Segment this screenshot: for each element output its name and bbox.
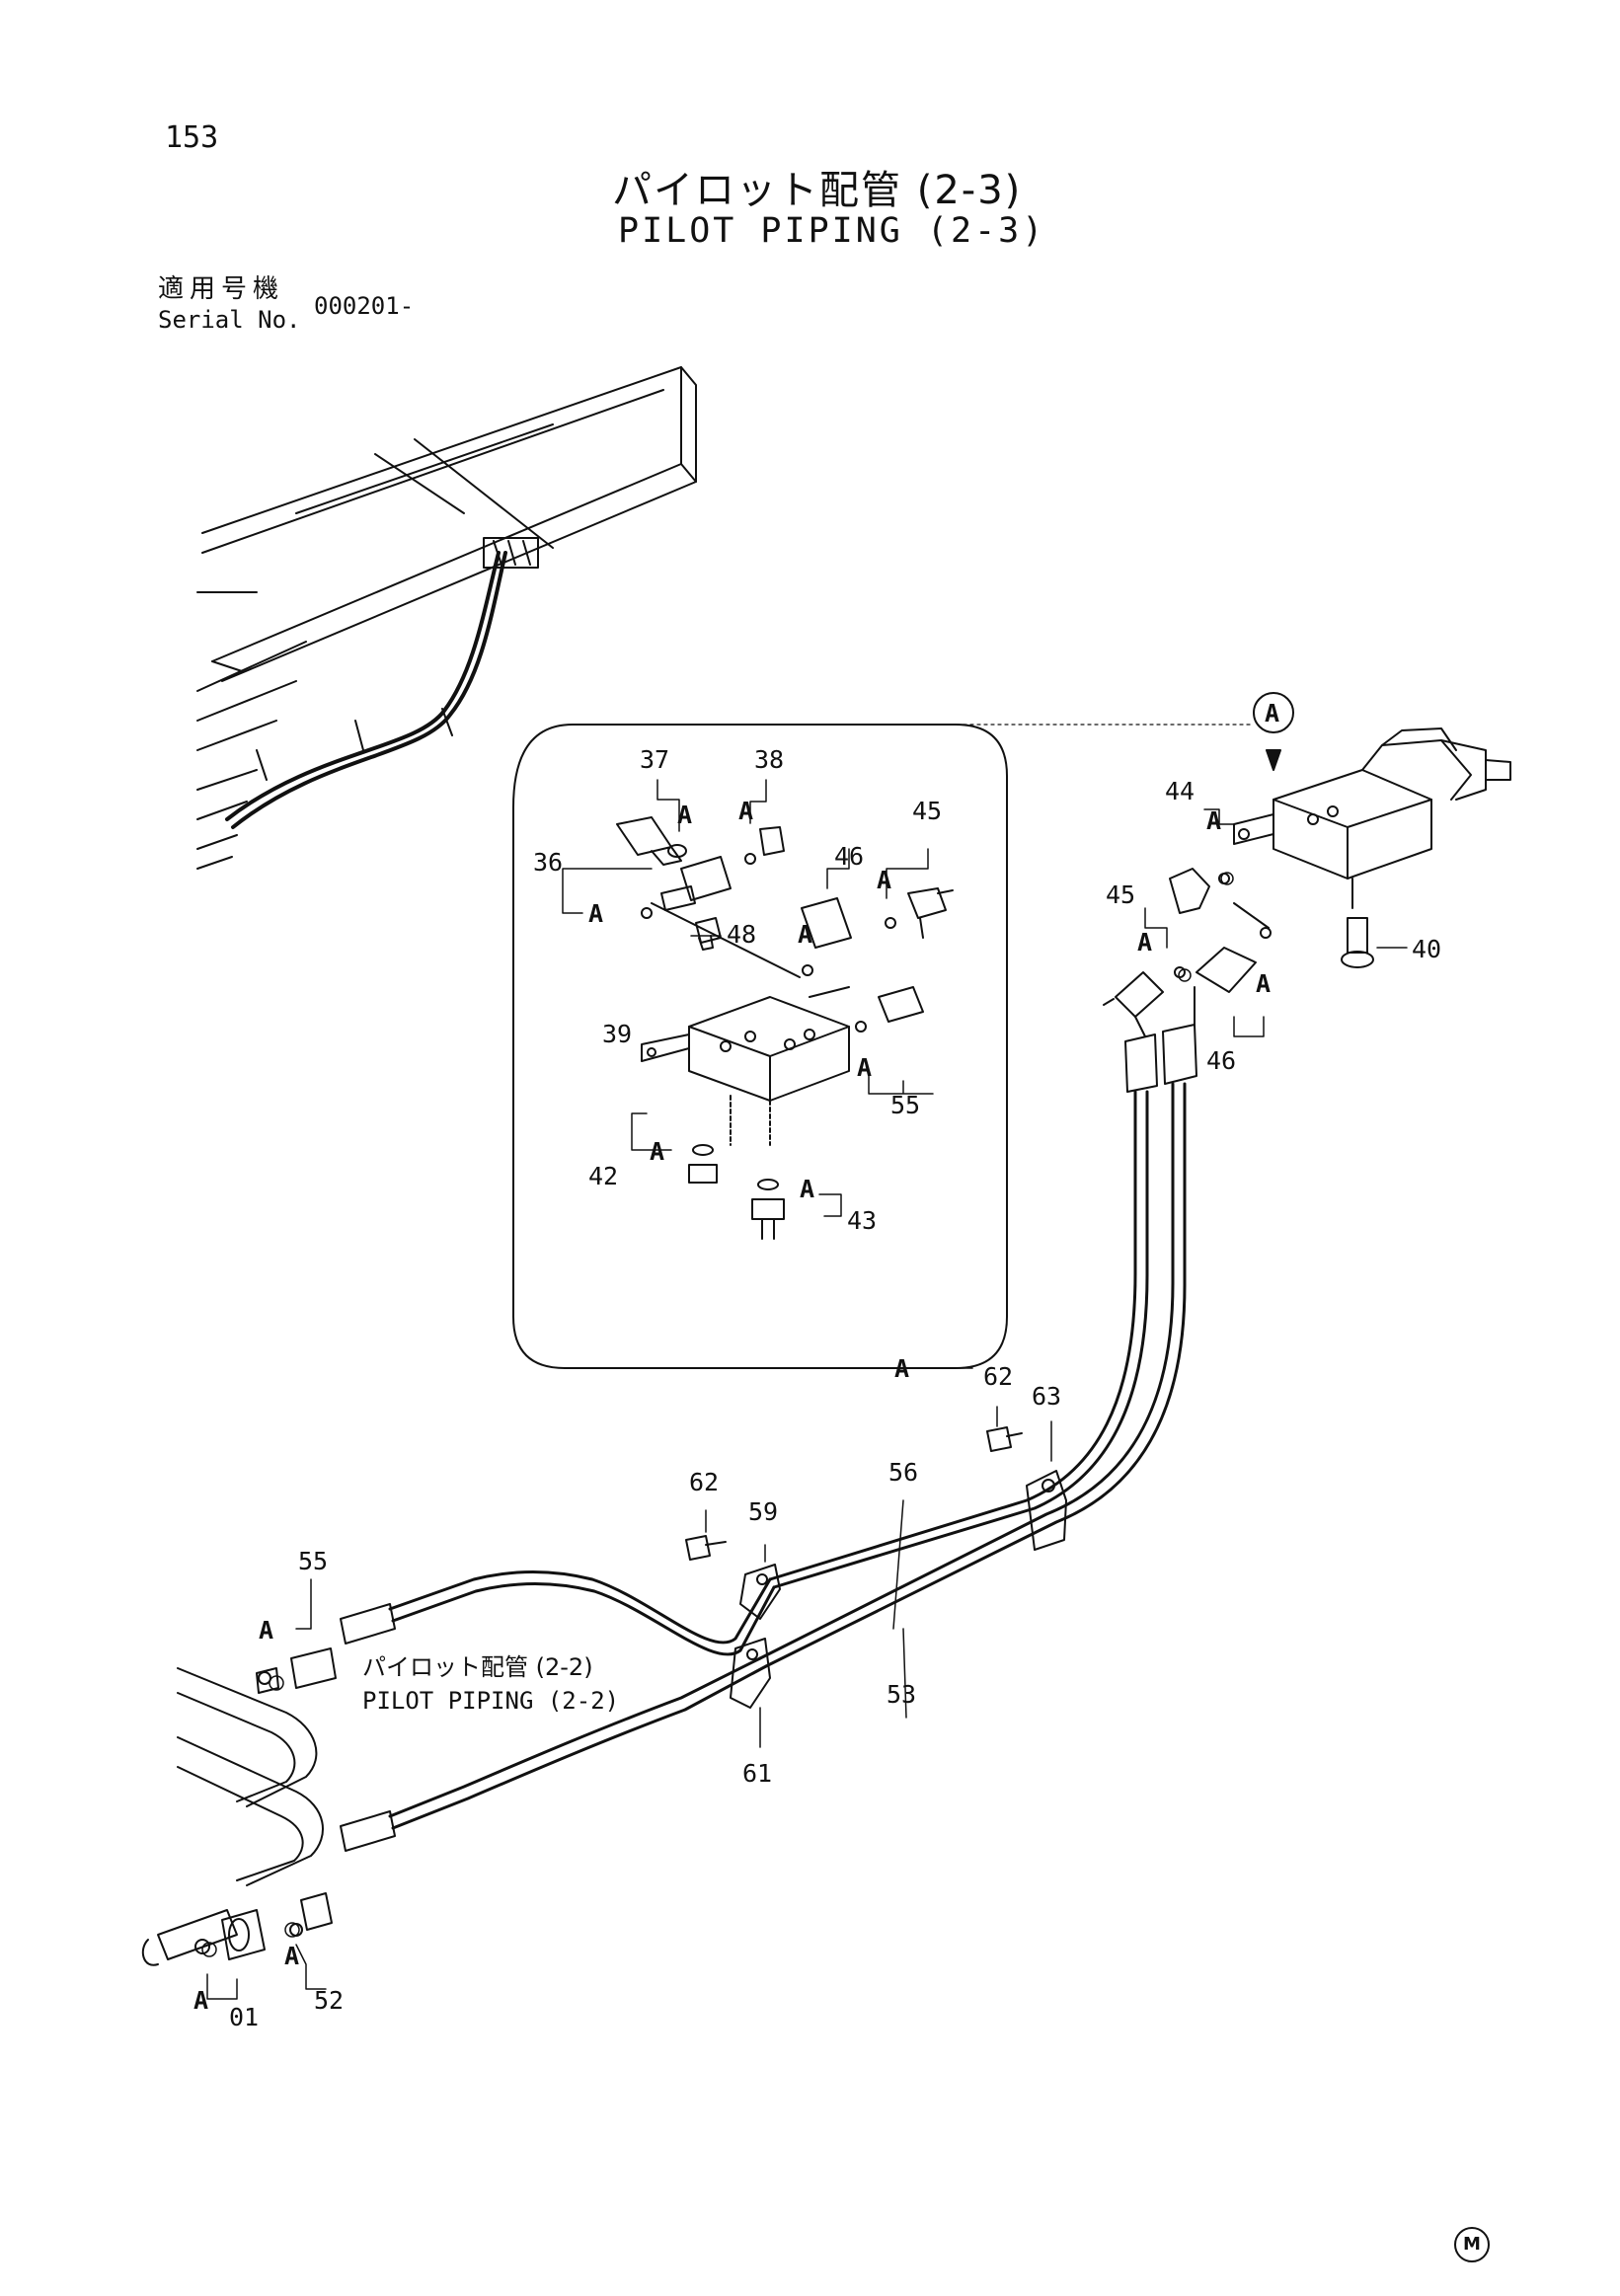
marker-a-detail-tag: A [894, 1354, 909, 1383]
callout-48: 48 [727, 920, 756, 949]
lower-tubing-drawing [141, 1647, 337, 1966]
callout-55-lower: 55 [298, 1547, 328, 1575]
callout-59: 59 [748, 1497, 778, 1526]
callout-37: 37 [640, 745, 669, 774]
callout-38: 38 [754, 745, 784, 774]
marker-a-55-lower: A [259, 1616, 273, 1645]
brand-mark-icon: M [1454, 2227, 1490, 2262]
detail-a-arrow [1266, 749, 1281, 771]
pilot-hoses [340, 1082, 1187, 1852]
marker-a-55-detail: A [857, 1053, 872, 1082]
serial-label-japanese: 適用号機 [158, 274, 285, 304]
detail-a-bubble [1253, 692, 1294, 733]
callout-52: 52 [314, 1986, 344, 2015]
title-japanese: パイロット配管 (2-3) [612, 168, 1023, 213]
detail-a-components [616, 816, 954, 1240]
marker-a-45-right: A [1137, 928, 1152, 957]
callout-36: 36 [533, 848, 563, 877]
callout-56: 56 [888, 1458, 918, 1487]
callout-45-detail: 45 [912, 797, 942, 825]
marker-a-46-right: A [1256, 969, 1271, 998]
marker-a-46-detail: A [798, 920, 812, 949]
callout-46-right: 46 [1206, 1046, 1236, 1075]
callout-46-detail: 46 [834, 842, 864, 871]
callout-01: 01 [229, 2003, 259, 2031]
cross-ref-japanese: パイロット配管 (2-2) [362, 1653, 593, 1681]
callout-45-right: 45 [1106, 880, 1135, 909]
detail-a-enclosure [512, 724, 1008, 1369]
detail-bubble-label: A [1265, 699, 1279, 727]
callout-55-detail: 55 [890, 1091, 920, 1119]
marker-a-45-detail: A [877, 866, 891, 894]
callout-42: 42 [588, 1162, 618, 1190]
callout-62-lower: 62 [689, 1468, 719, 1496]
boom-frame-drawing [196, 366, 697, 870]
serial-number-value: 000201- [314, 292, 415, 320]
hose-clamps [685, 1426, 1067, 1709]
valve-assembly-drawing [1103, 727, 1511, 1093]
callout-43: 43 [847, 1206, 877, 1235]
callout-61: 61 [742, 1759, 772, 1788]
callout-leaders [206, 779, 1408, 2000]
marker-a-52: A [284, 1942, 299, 1970]
cross-ref-english: PILOT PIPING (2-2) [362, 1687, 619, 1715]
callout-53: 53 [887, 1680, 916, 1709]
marker-a-36: A [588, 899, 603, 928]
o-ring-markers [201, 872, 1234, 1957]
callout-62-upper: 62 [983, 1362, 1013, 1391]
marker-a-44: A [1206, 806, 1221, 835]
callout-40: 40 [1412, 935, 1441, 963]
marker-a-43: A [800, 1175, 814, 1203]
marker-a-01: A [193, 1986, 208, 2015]
serial-label-english: Serial No. [158, 306, 301, 334]
callout-63: 63 [1032, 1382, 1061, 1411]
marker-a-38: A [738, 797, 753, 825]
marker-a-42: A [650, 1137, 664, 1166]
page-number: 153 [165, 120, 219, 155]
title-english: PILOT PIPING (2-3) [618, 211, 1046, 251]
callout-39: 39 [602, 1020, 632, 1048]
callout-44: 44 [1165, 777, 1195, 805]
marker-a-37: A [677, 801, 692, 829]
